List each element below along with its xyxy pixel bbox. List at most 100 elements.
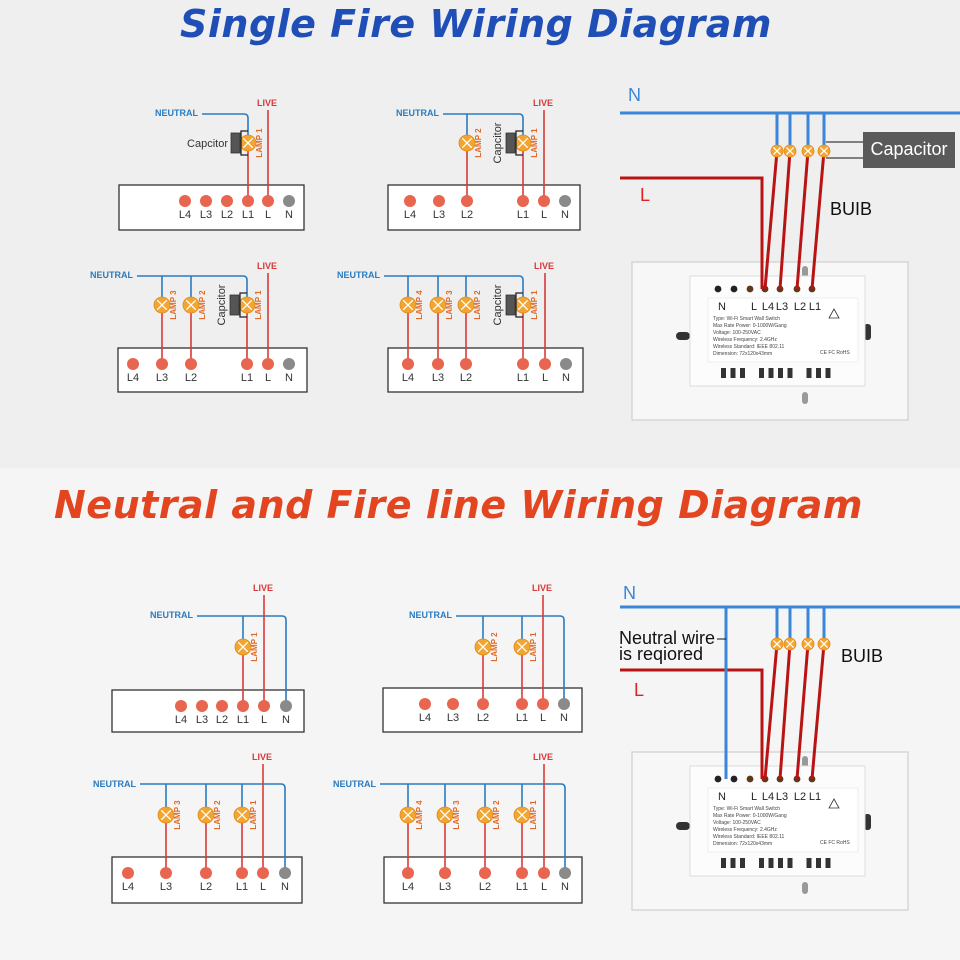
terminal-label-n: N (282, 714, 290, 726)
lamp-2-label: LAMP 2 (490, 632, 499, 662)
terminal-l1 (237, 700, 249, 712)
lamp-3-label: LAMP 3 (173, 800, 182, 830)
terminal-label-n: N (561, 881, 569, 893)
capacitor-lead (239, 292, 247, 318)
terminal-l1 (236, 867, 248, 879)
capacitor-icon (229, 294, 240, 316)
lamp-cross (479, 809, 491, 821)
spec-line: Wireless Standard: IEEE 802.11 (713, 834, 785, 840)
lamp-cross (200, 809, 212, 821)
switch-box (387, 184, 581, 231)
terminal-l (262, 358, 274, 370)
lamp-1-label: LAMP 1 (255, 128, 264, 158)
warning-icon (828, 798, 840, 809)
vent-slot (759, 858, 764, 868)
bulb-label: BUIB (841, 646, 883, 666)
capacitor-label: Capcitor (492, 122, 504, 163)
terminal-l (537, 698, 549, 710)
capacitor-icon (505, 294, 516, 316)
mount-slot (802, 266, 808, 278)
terminal-label-l4: L4 (122, 881, 134, 893)
terminal-l3 (433, 195, 445, 207)
terminal-label-l4: L4 (402, 881, 414, 893)
capacitor-box (863, 132, 955, 168)
vent-slot (787, 368, 793, 378)
device-terminal-label-n: N (718, 791, 726, 803)
certification-marks: CE FC RoHS (820, 840, 850, 846)
lamp-3-icon (157, 806, 175, 824)
bulb-switched-wire (795, 150, 810, 290)
neutral-label: NEUTRAL (409, 610, 452, 620)
spec-line: Max Rate Power: 0-1000W/Gang (713, 323, 787, 329)
switch-box (111, 856, 303, 904)
neutral-wire (384, 275, 524, 305)
l-label: L (640, 185, 650, 205)
mount-slot (802, 882, 808, 894)
live-label: LIVE (532, 583, 552, 593)
terminal-l4 (175, 700, 187, 712)
terminal-l (262, 195, 274, 207)
terminal-l (539, 358, 551, 370)
terminal-label-l: L (265, 209, 271, 221)
bulb-switched-wire (795, 643, 810, 780)
vent-slot (778, 858, 783, 868)
live-label: LIVE (252, 752, 272, 762)
lamp-cross (517, 299, 529, 311)
terminal-n (560, 358, 572, 370)
terminal-label-l2: L2 (185, 372, 197, 384)
terminal-l1 (517, 195, 529, 207)
certification-marks: CE FC RoHS (820, 350, 850, 356)
terminal-label-l3: L3 (439, 881, 451, 893)
n-label: N (623, 583, 636, 603)
capacitor-label: Capcitor (216, 284, 228, 325)
lamp-cross (241, 299, 253, 311)
terminal-l4 (402, 867, 414, 879)
terminal-label-n: N (285, 372, 293, 384)
lamp-cross (819, 146, 829, 156)
vent-slot (721, 858, 726, 868)
terminal-label-n: N (281, 881, 289, 893)
neutral-wire (456, 615, 565, 704)
lamp-1-label: LAMP 1 (530, 290, 539, 320)
lamp-2-icon (197, 806, 215, 824)
lamp-cross (516, 809, 528, 821)
device-terminal-label-l1: L1 (809, 791, 821, 803)
lamp-cross (477, 641, 489, 653)
capacitor-label: Capcitor (492, 284, 504, 325)
neutral-label: NEUTRAL (93, 779, 136, 789)
neutral-label: NEUTRAL (155, 108, 198, 118)
mount-slot (802, 756, 808, 768)
terminal-label-l3: L3 (160, 881, 172, 893)
lamp-4-icon (399, 296, 417, 314)
terminal-l2 (479, 867, 491, 879)
terminal-label-l1: L1 (517, 209, 529, 221)
lamp-cross (803, 146, 813, 156)
bulb-switched-wire (763, 643, 779, 780)
terminal-label-l3: L3 (447, 712, 459, 724)
neutral-label: NEUTRAL (396, 108, 439, 118)
neutral-wire (202, 113, 249, 143)
neutral-wire (443, 113, 524, 143)
vent-slot (816, 368, 821, 378)
lamp-2-icon (182, 296, 200, 314)
vent-slot (816, 858, 821, 868)
terminal-l (258, 700, 270, 712)
lamp-4-label: LAMP 4 (415, 290, 424, 320)
terminal-label-l1: L1 (516, 881, 528, 893)
terminal-l2 (185, 358, 197, 370)
vent-slot (806, 858, 812, 868)
terminal-n (283, 195, 295, 207)
terminal-label-l4: L4 (127, 372, 139, 384)
lamp-1-icon (514, 296, 532, 314)
terminal-label-n: N (562, 372, 570, 384)
lamp-cross (432, 299, 444, 311)
bulb-switched-wire (810, 150, 826, 290)
bulb-switched-wire (778, 643, 792, 780)
